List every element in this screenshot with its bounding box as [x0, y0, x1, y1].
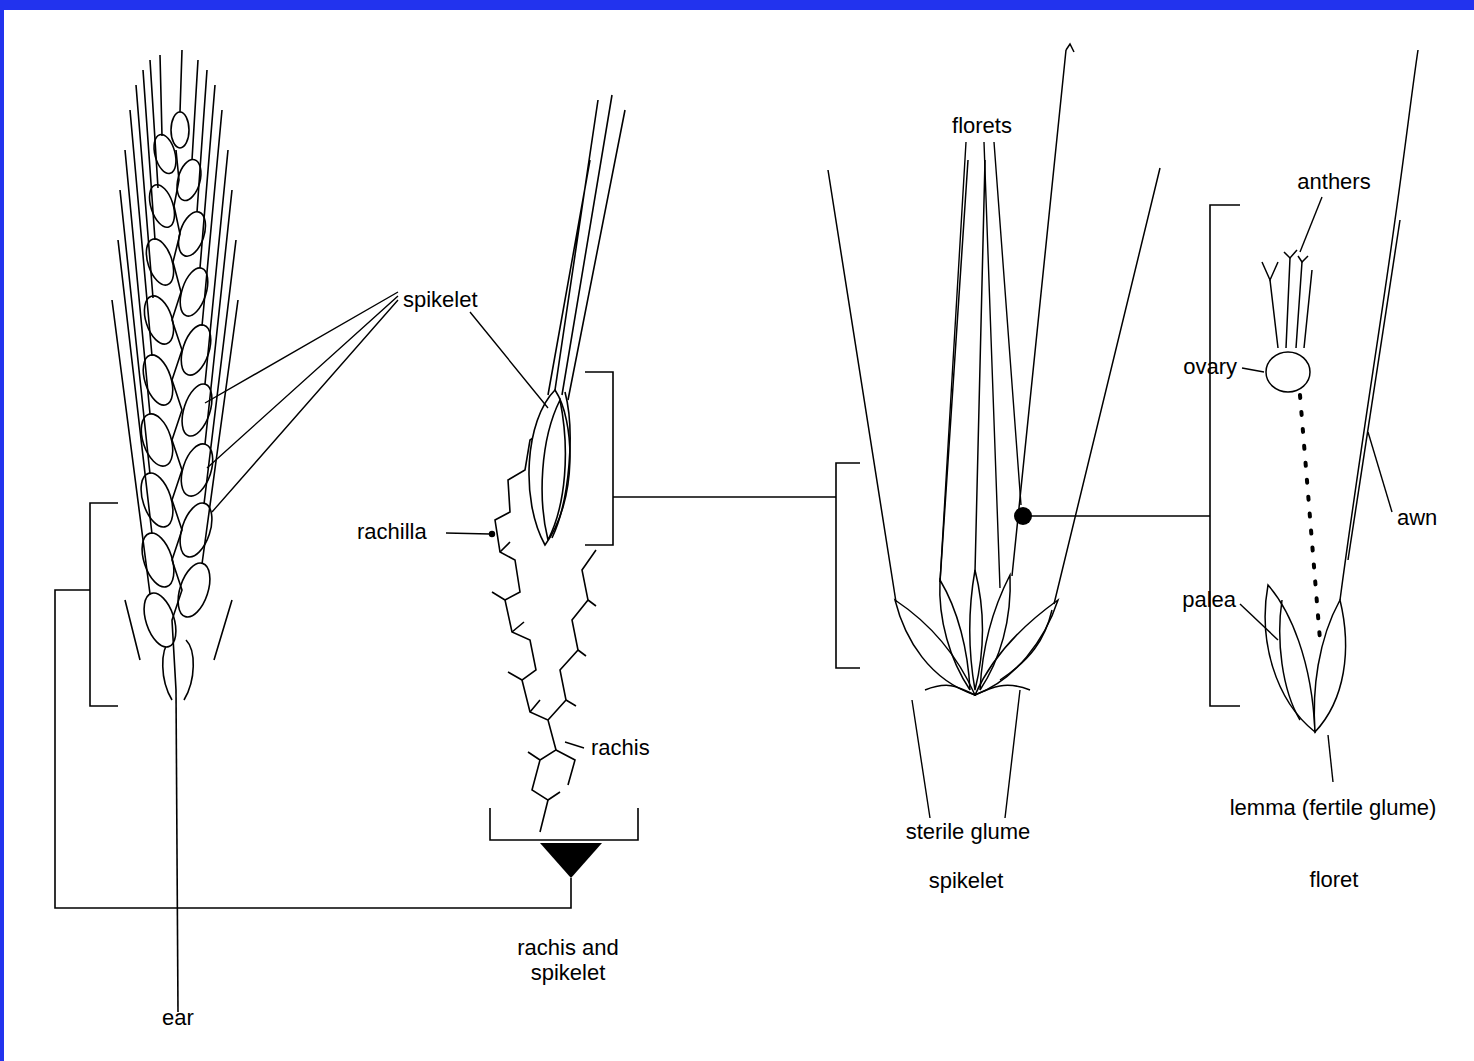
pointer-triangle [540, 843, 602, 878]
part-label: lemma (fertile glume) [1229, 795, 1438, 820]
part-label: rachilla [356, 519, 428, 544]
leader-lines [205, 142, 1392, 818]
panel-caption: rachis and spikelet [497, 935, 639, 986]
rachis-drawing [492, 95, 625, 832]
part-label: sterile glume [905, 819, 1032, 844]
part-label: anthers [1296, 169, 1371, 194]
part-label: ovary [1182, 354, 1238, 379]
part-label: rachis [590, 735, 651, 760]
floret-drawing [1262, 50, 1418, 732]
part-label: palea [1181, 587, 1237, 612]
floret-dot [1014, 507, 1032, 525]
top-bar [0, 0, 1474, 10]
part-label: awn [1396, 505, 1438, 530]
panel-caption: floret [1309, 867, 1360, 892]
left-bar [0, 0, 4, 1061]
brackets [55, 205, 1240, 908]
part-label: florets [951, 113, 1013, 138]
panel-caption: ear [161, 1005, 195, 1030]
ear-drawing [112, 50, 238, 1012]
part-label: spikelet [402, 287, 479, 312]
panel-caption: spikelet [928, 868, 1005, 893]
spikelet-drawing [828, 44, 1160, 695]
